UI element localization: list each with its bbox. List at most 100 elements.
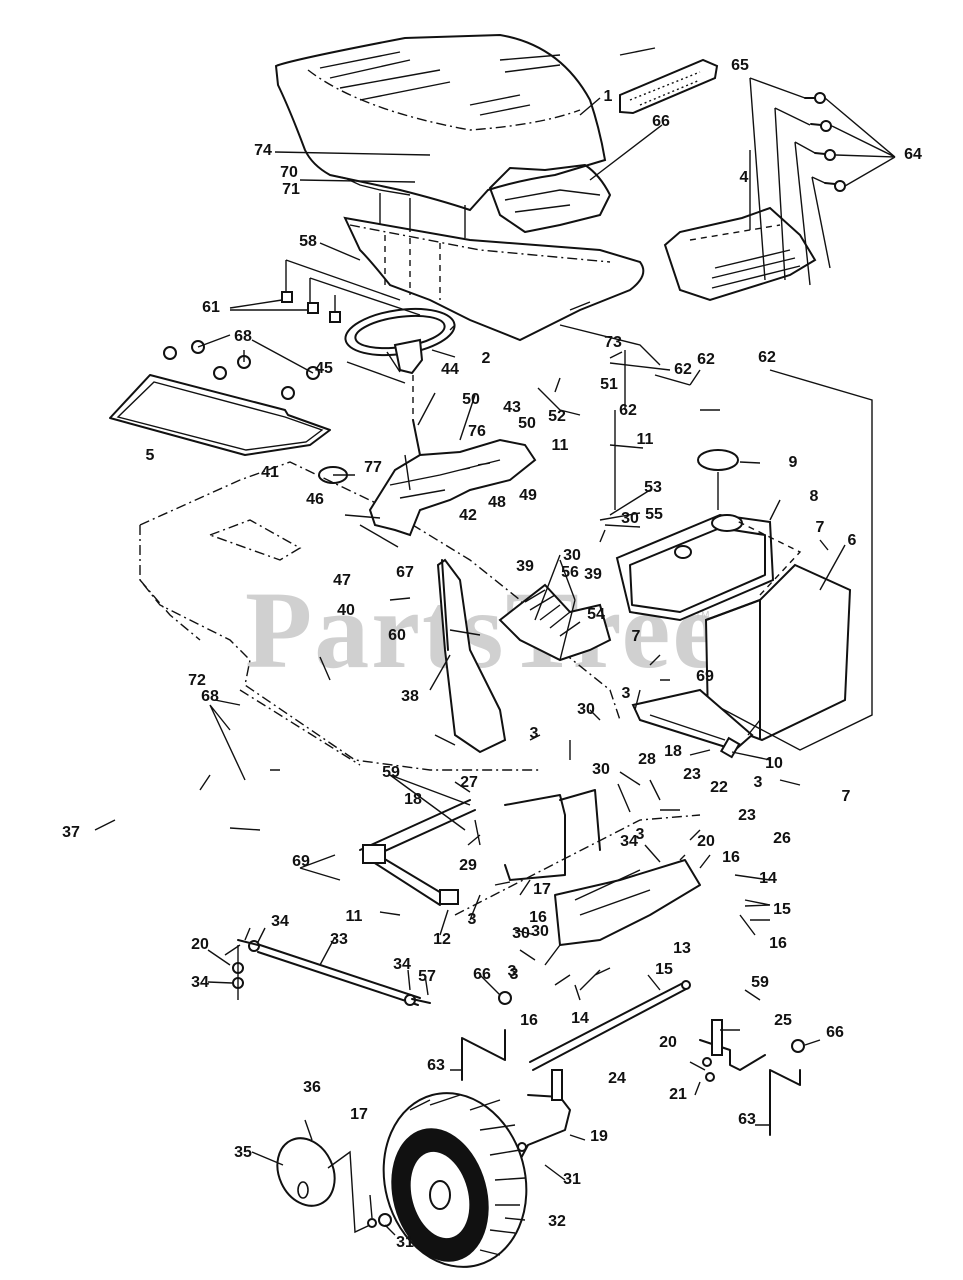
callout-71: 71 [282,181,300,198]
callout-10: 10 [765,755,783,772]
spindle-25-part [699,1019,766,1082]
screws-64 [749,77,896,286]
callout-29: 29 [459,857,477,874]
callout-30: 30 [592,761,610,778]
callout-7: 7 [631,628,641,645]
callout-50: 50 [462,391,480,408]
rods-63 [461,991,805,1136]
callout-41: 41 [261,464,279,481]
callout-28: 28 [638,751,656,768]
callout-48: 48 [488,494,506,511]
callout-65: 65 [731,57,749,74]
callout-39: 39 [516,558,534,575]
callout-30: 30 [577,701,595,718]
callout-20: 20 [697,833,715,850]
callout-12: 12 [433,931,451,948]
callout-30: 30 [563,547,581,564]
callout-3: 3 [635,826,645,843]
callout-13: 13 [673,940,691,957]
callout-31: 31 [563,1171,581,1188]
callout-18: 18 [404,791,422,808]
drag-link-part [529,980,691,1071]
callout-32: 32 [548,1213,566,1230]
dash-shroud-part [343,193,645,342]
grill-frame-part [489,164,611,233]
callout-74: 74 [254,142,272,159]
leader-62-bracket [714,369,873,751]
callout-21: 21 [669,1086,687,1103]
hood-part [274,33,607,212]
floor-mat-5 [109,374,331,456]
callout-68: 68 [201,688,219,705]
callout-15: 15 [773,901,791,918]
callout-66: 66 [826,1024,844,1041]
fuel-cap-part [697,449,739,510]
callout-66: 66 [473,966,491,983]
callout-69: 69 [292,853,310,870]
callout-76: 76 [468,423,486,440]
callout-11: 11 [551,437,569,454]
callout-34: 34 [191,974,209,991]
callout-34: 34 [393,956,411,973]
lift-arm-part [631,688,754,759]
callout-15: 15 [655,961,673,978]
callout-53: 53 [644,479,662,496]
callout-38: 38 [401,688,419,705]
callout-3: 3 [753,774,763,791]
callout-23: 23 [683,766,701,783]
callout-42: 42 [459,507,477,524]
callout-14: 14 [759,870,777,887]
callout-47: 47 [333,572,351,589]
callout-40: 40 [337,602,355,619]
callout-19: 19 [590,1128,608,1145]
callout-35: 35 [234,1144,252,1161]
callout-6: 6 [847,532,857,549]
callout-56: 56 [561,564,579,581]
callout-26: 26 [773,830,791,847]
callout-7: 7 [815,519,825,536]
grill-part [663,206,817,302]
callout-52: 52 [548,408,566,425]
callout-16: 16 [520,1012,538,1029]
callout-2: 2 [481,350,491,367]
callout-7: 7 [841,788,851,805]
callout-30: 30 [621,510,639,527]
callout-1: 1 [603,88,613,105]
callout-62: 62 [697,351,715,368]
callout-17: 17 [350,1106,368,1123]
callout-55: 55 [645,506,663,523]
wheel-part [382,1092,528,1268]
callout-34: 34 [271,913,289,930]
callout-72: 72 [188,672,206,689]
spindle-19-part [517,1069,571,1161]
callout-20: 20 [659,1034,677,1051]
callout-63: 63 [738,1111,756,1128]
pin-50 [412,419,421,456]
callout-5: 5 [145,447,155,464]
callout-61: 61 [202,299,220,316]
tie-rod-part [232,939,431,1006]
callout-27: 27 [460,774,478,791]
callout-60: 60 [388,627,406,644]
callout-45: 45 [315,360,333,377]
washer-17 [367,1218,377,1228]
callout-16: 16 [529,909,547,926]
callout-37: 37 [62,824,80,841]
mat-clips-68-top [163,334,320,400]
callout-34: 34 [620,833,638,850]
callout-54: 54 [587,606,605,623]
foam-strip-part [619,58,719,115]
callout-69: 69 [696,668,714,685]
callout-59: 59 [751,974,769,991]
callout-50: 50 [518,415,536,432]
callout-62: 62 [674,361,692,378]
callout-8: 8 [809,488,819,505]
callout-70: 70 [280,164,298,181]
bracket-56-part [498,583,612,662]
leader-lines [94,47,846,1236]
fuel-tank-part [615,513,775,622]
callout-20: 20 [191,936,209,953]
steering-arm-part [359,799,476,906]
